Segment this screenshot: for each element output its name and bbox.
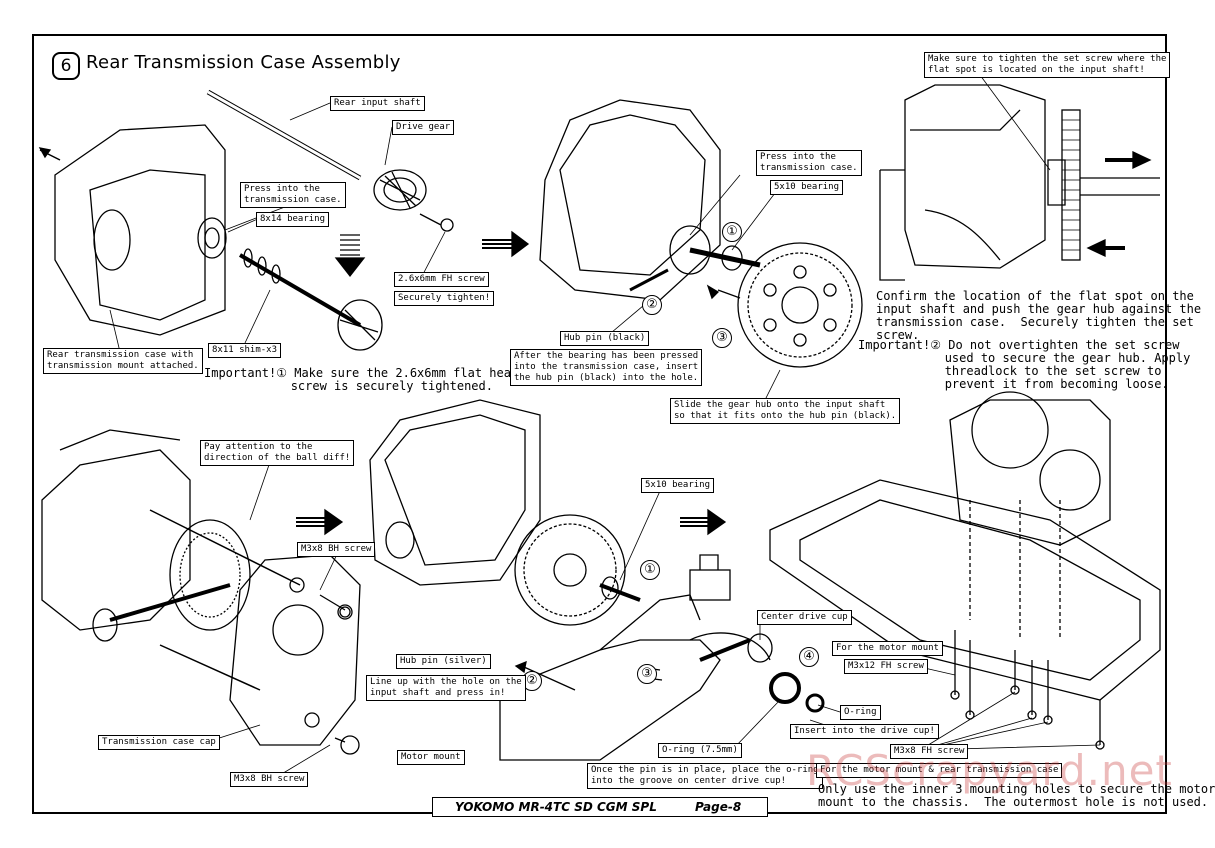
label-m3x12-fh: M3x12 FH screw (844, 659, 928, 674)
label-m3x8-fh: M3x8 FH screw (890, 744, 969, 759)
label-insert-drive-cup: Insert into the drive cup! (790, 724, 939, 739)
drive-gear-drawing (373, 169, 427, 211)
diff-assembly-drawing (41, 429, 361, 755)
set-screw-view-drawing (879, 84, 1160, 281)
leader-lines (109, 74, 1101, 779)
label-bearing-8x14: 8x14 bearing (256, 212, 330, 227)
page-footer: YOKOMO MR-4TC SD CGM SPL Page-8 (432, 797, 768, 817)
label-once-pin: Once the pin is in place, place the o-ri… (587, 763, 823, 789)
label-after-bearing: After the bearing has been pressed into … (510, 349, 703, 386)
flow-arrow-2 (296, 508, 344, 536)
marker-3-mid: ③ (637, 664, 657, 684)
label-set-screw-flat: Make sure to tighten the set screw where… (924, 52, 1171, 78)
case-gear-drawing (539, 99, 863, 368)
label-rear-input-shaft: Rear input shaft (330, 96, 425, 111)
page-title: Rear Transmission Case Assembly (86, 52, 401, 73)
label-ball-diff: Pay attention to the direction of the ba… (200, 440, 355, 466)
flow-arrow-3 (680, 508, 727, 536)
note-important-1: Important!① Make sure the 2.6x6mm flat h… (204, 366, 519, 393)
push-arrows (1086, 150, 1152, 258)
label-rear-case: Rear transmission case with transmission… (43, 348, 203, 374)
label-drive-gear: Drive gear (392, 120, 455, 135)
chassis-drawing (769, 391, 1161, 750)
bearing-8x14-drawing (197, 217, 227, 259)
screw-26x6-drawing (419, 213, 454, 232)
label-bearing-5x10-mid: 5x10 bearing (641, 478, 715, 493)
label-line-up: Line up with the hole on the input shaft… (366, 675, 526, 701)
shaft-2-drawing (238, 248, 383, 351)
flow-arrow-1 (482, 230, 530, 258)
note-confirm: Confirm the location of the flat spot on… (876, 289, 1202, 342)
marker-1-top: ① (722, 222, 742, 242)
input-shaft-drawing (206, 89, 362, 181)
down-arrow (334, 234, 366, 278)
label-for-motor-rear: For the motor mount & rear transmission … (816, 763, 1063, 778)
label-hub-pin-silver: Hub pin (silver) (396, 654, 491, 669)
footer-page: Page-8 (695, 800, 742, 814)
label-center-drive-cup: Center drive cup (757, 610, 852, 625)
note-important-2: Important!② Do not overtighten the set s… (858, 338, 1191, 391)
marker-2-mid: ② (522, 671, 542, 691)
marker-3-top: ③ (712, 328, 732, 348)
marker-1-mid: ① (640, 560, 660, 580)
footer-model: YOKOMO MR-4TC SD CGM SPL (455, 800, 657, 814)
rear-case-drawing (38, 124, 226, 336)
watermark: RCScrapyard.net (806, 746, 1173, 795)
label-m3x8-bh-top: M3x8 BH screw (297, 542, 376, 557)
note-inner-holes: Only use the inner 3 mounting holes to s… (818, 782, 1215, 809)
marker-4: ④ (799, 647, 819, 667)
label-oring: O-ring (840, 705, 881, 720)
label-m3x8-bh-bottom: M3x8 BH screw (230, 772, 309, 787)
label-securely-tighten: Securely tighten! (394, 291, 495, 306)
label-for-motor-mount: For the motor mount (832, 641, 943, 656)
label-motor-mount: Motor mount (397, 750, 465, 765)
label-bearing-5x10-top: 5x10 bearing (770, 180, 844, 195)
label-press-into-case-2: Press into the transmission case. (756, 150, 862, 176)
label-case-cap: Transmission case cap (98, 735, 220, 750)
step-number: 6 (52, 52, 80, 80)
label-slide-gear-hub: Slide the gear hub onto the input shaft … (670, 398, 901, 424)
marker-2-top: ② (642, 295, 662, 315)
label-fh-screw: 2.6x6mm FH screw (394, 272, 489, 287)
label-hub-pin-black: Hub pin (black) (560, 331, 650, 346)
label-press-into-case: Press into the transmission case. (240, 182, 346, 208)
label-shim: 8x11 shim-x3 (208, 343, 282, 358)
case-motor-mount-drawing (369, 399, 825, 761)
label-oring-75: O-ring (7.5mm) (658, 743, 742, 758)
